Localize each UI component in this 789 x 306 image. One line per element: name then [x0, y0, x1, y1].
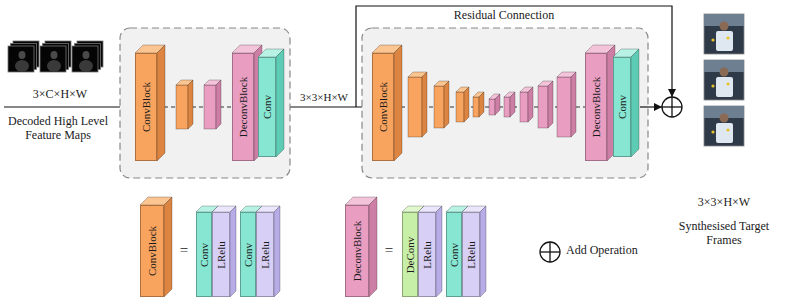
output-caption: Synthesised Target Frames: [674, 220, 774, 248]
feature-block: [456, 92, 464, 122]
feature-block: [538, 86, 548, 128]
conv-block-side: [164, 197, 172, 297]
tensor-shape: 3×C×H×W: [33, 88, 87, 102]
feature-block: [504, 97, 510, 117]
input-feature-map: [40, 41, 71, 72]
layer-name: Conv: [617, 95, 628, 119]
legend-text: Add Operation: [566, 244, 638, 258]
feature-block-side: [510, 92, 515, 117]
layer-name: ConvBlock: [141, 82, 152, 132]
feature-block: [520, 92, 528, 122]
equals-sign: =: [180, 242, 188, 259]
layer-name: DeconvBlock: [591, 77, 602, 137]
output-frame: [704, 106, 744, 146]
layer-name: LRelu: [216, 241, 227, 269]
feature-block: [204, 85, 216, 129]
layer-name: Conv: [449, 243, 460, 267]
feature-block-side: [528, 87, 533, 122]
feature-block-side: [444, 81, 449, 128]
layer-name: DeconvBlock: [352, 221, 363, 281]
feature-block-side: [464, 87, 469, 122]
input-arrow: [4, 106, 135, 107]
feature-block-side: [571, 72, 576, 137]
conv-layer: Conv: [446, 212, 462, 297]
feature-block: [408, 77, 422, 137]
layer-name: ConvBlock: [378, 82, 389, 132]
layer-name: LRelu: [422, 241, 433, 269]
lrelu-layer-side: [274, 206, 280, 297]
edge-label: 3×3×H×W: [298, 91, 350, 104]
feature-block-side: [216, 80, 221, 129]
feature-block: [489, 99, 495, 115]
input-caption: Decoded High Level Feature Maps: [4, 115, 112, 143]
conv-layer-side: [631, 49, 639, 157]
layer-name: Conv: [199, 243, 210, 267]
lrelu-layer-side: [230, 206, 236, 297]
layer-name: LRelu: [260, 241, 271, 269]
deconv-block: DeconvBlock: [585, 53, 607, 161]
residual-label: Residual Connection: [454, 9, 554, 23]
feature-block-side: [548, 81, 553, 128]
layer-name: DeconvBlock: [238, 77, 249, 137]
deconv-block: DeconvBlock: [232, 53, 254, 161]
conv-block: ConvBlock: [372, 53, 394, 161]
lrelu-layer-side: [436, 206, 442, 297]
conv-layer: Conv: [196, 212, 212, 297]
feature-block: [434, 86, 444, 128]
conv-block: ConvBlock: [140, 205, 164, 297]
input-feature-map: [8, 41, 39, 72]
layer-name: DeConv: [405, 236, 416, 273]
feature-block-side: [188, 80, 193, 129]
feature-block: [473, 97, 479, 117]
feature-block-side: [422, 72, 427, 137]
layer-name: LRelu: [466, 241, 477, 269]
add-symbol: [671, 97, 672, 117]
equals-sign: =: [385, 242, 393, 259]
conv-layer: Conv: [258, 57, 276, 157]
conv-layer: Conv: [613, 57, 631, 157]
deconv-block: DeconvBlock: [345, 205, 369, 297]
tensor-shape: 3×3×H×W: [698, 196, 750, 210]
lrelu-layer: LRelu: [212, 212, 230, 297]
conv-block: ConvBlock: [135, 53, 157, 161]
add-symbol: [540, 242, 560, 262]
output-arrow: [640, 106, 662, 107]
layer-name: ConvBlock: [147, 226, 158, 276]
conv-layer: Conv: [240, 212, 256, 297]
network-group: [362, 28, 648, 178]
lrelu-layer-side: [480, 206, 486, 297]
lrelu-layer: LRelu: [418, 212, 436, 297]
layer-name: Conv: [243, 243, 254, 267]
conv-block-side: [394, 45, 402, 161]
lrelu-layer: LRelu: [462, 212, 480, 297]
feature-block-side: [495, 94, 500, 115]
network-group: [120, 28, 290, 178]
deconv-layer: DeConv: [402, 212, 418, 297]
output-frame: [704, 60, 744, 100]
deconv-block-side: [369, 197, 377, 297]
add-symbol: [549, 242, 550, 262]
add-symbol: [662, 97, 682, 117]
layer-name: Conv: [262, 95, 273, 119]
output-frame: [704, 14, 744, 54]
conv-layer-side: [276, 49, 284, 157]
conv-block-side: [157, 45, 165, 161]
feature-block-side: [479, 92, 484, 117]
lrelu-layer: LRelu: [256, 212, 274, 297]
feature-block: [176, 85, 188, 129]
feature-block: [557, 77, 571, 137]
input-feature-map: [72, 41, 103, 72]
